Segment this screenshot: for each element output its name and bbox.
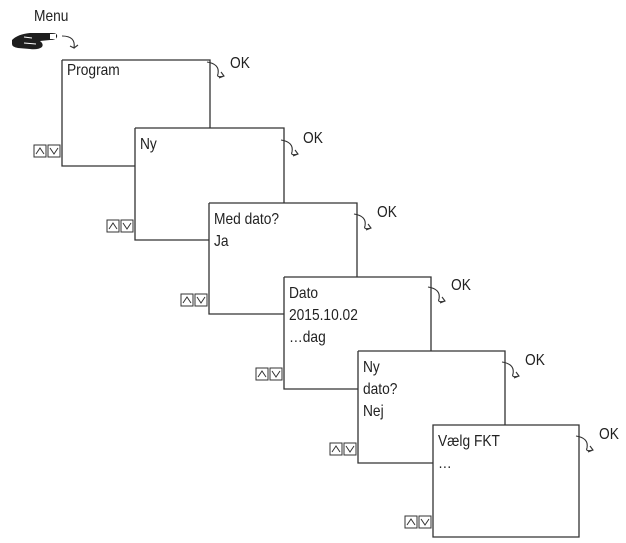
screen-ny-dato-line-3: Nej xyxy=(363,403,384,420)
screen-frame-med-dato xyxy=(208,202,358,315)
pointing-hand-icon xyxy=(12,33,58,50)
arrow-down-icon xyxy=(49,147,59,155)
screen-ny-dato-line-2: dato? xyxy=(363,381,398,398)
screen-med-dato-line-1: Med dato? xyxy=(214,211,280,228)
up-key-icon xyxy=(33,144,47,158)
screen-dato-line-1: Dato xyxy=(289,285,319,302)
ok-label: OK xyxy=(599,426,619,443)
screen-vaelg-fkt-line-2: … xyxy=(438,455,452,472)
ok-label: OK xyxy=(230,55,250,72)
ok-arrow-icon xyxy=(280,139,299,157)
screen-vaelg-fkt-line-1: Vælg FKT xyxy=(438,433,500,450)
key-pair-2 xyxy=(106,219,134,233)
ok-arrow-icon xyxy=(353,213,372,231)
ok-arrow-icon xyxy=(427,286,446,304)
arrow-up-icon xyxy=(35,147,45,155)
key-pair-4 xyxy=(255,367,283,381)
key-pair-5 xyxy=(329,442,357,456)
key-pair-3 xyxy=(180,293,208,307)
ok-label: OK xyxy=(377,204,397,221)
screen-dato-line-3: …dag xyxy=(289,329,326,346)
screen-program-line-1: Program xyxy=(67,62,120,79)
screen-frame-ny xyxy=(134,127,285,241)
ok-arrow-icon xyxy=(575,435,594,453)
down-key-icon xyxy=(47,144,61,158)
ok-label: OK xyxy=(451,277,471,294)
screen-frame-program xyxy=(61,59,211,167)
screen-dato-line-2: 2015.10.02 xyxy=(289,307,358,324)
key-pair-1 xyxy=(33,144,61,158)
key-pair-6 xyxy=(404,515,432,529)
screen-frame-ny-dato xyxy=(357,350,506,464)
ok-label: OK xyxy=(525,352,545,369)
menu-label: Menu xyxy=(34,8,69,25)
screen-ny-line-1: Ny xyxy=(140,136,157,153)
ok-arrow-icon xyxy=(501,361,520,379)
ok-label: OK xyxy=(303,130,323,147)
screen-frame-vaelg-fkt xyxy=(432,424,580,538)
screen-frame-dato xyxy=(283,276,432,390)
ok-arrow-icon xyxy=(206,61,225,79)
screen-med-dato-line-2: Ja xyxy=(214,233,229,250)
curved-arrow-icon xyxy=(61,35,79,49)
screen-ny-dato-line-1: Ny xyxy=(363,359,380,376)
